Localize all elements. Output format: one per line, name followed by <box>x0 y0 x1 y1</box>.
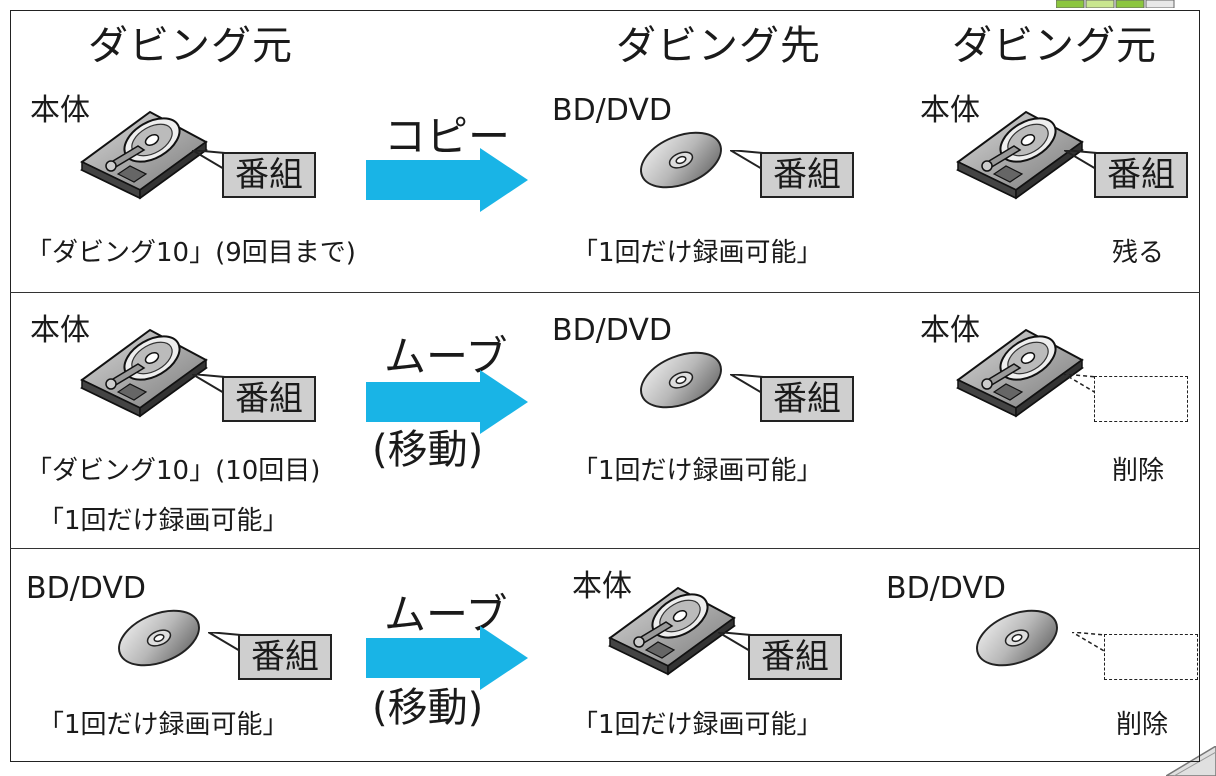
source-device-label: BD/DVD <box>26 571 146 606</box>
operation-label: ムーブ <box>384 590 508 639</box>
after-device-label: BD/DVD <box>886 571 1006 606</box>
source-caption: 「ダビング10」(9回目まで) <box>26 238 356 268</box>
source-caption: 「1回だけ録画可能」 <box>38 710 289 740</box>
result-label: 削除 <box>1112 456 1165 486</box>
header-source: ダビング元 <box>88 23 293 69</box>
dest-caption: 「1回だけ録画可能」 <box>572 238 823 268</box>
program-box: 番組 <box>1094 152 1188 198</box>
optical-disc-icon <box>972 608 1062 668</box>
dest-caption: 「1回だけ録画可能」 <box>572 456 823 486</box>
source-caption: 「ダビング10」(10回目) <box>26 456 321 486</box>
result-label: 残る <box>1112 238 1165 268</box>
empty-program-box <box>1094 376 1188 422</box>
right-arrow-icon <box>366 148 528 212</box>
optical-disc-icon <box>636 350 726 410</box>
row-divider-2 <box>10 548 1200 549</box>
program-box: 番組 <box>760 376 854 422</box>
top-decoration <box>1056 0 1175 8</box>
program-box: 番組 <box>222 376 316 422</box>
header-destination: ダビング先 <box>616 23 821 69</box>
optical-disc-icon <box>636 130 726 190</box>
after-device-label: 本体 <box>920 313 980 348</box>
right-arrow-icon <box>366 370 528 434</box>
operation-sublabel: (移動) <box>372 685 484 731</box>
source-caption-secondary: 「1回だけ録画可能」 <box>38 506 289 536</box>
optical-disc-icon <box>114 608 204 668</box>
hard-disk-drive-icon <box>78 100 208 200</box>
right-arrow-icon <box>366 626 528 690</box>
source-device-label: 本体 <box>30 93 90 128</box>
source-device-label: 本体 <box>30 313 90 348</box>
operation-label: コピー <box>384 112 511 161</box>
row-divider-1 <box>10 292 1200 293</box>
header-source-after: ダビング元 <box>952 23 1157 69</box>
after-device-label: 本体 <box>920 93 980 128</box>
operation-sublabel: (移動) <box>372 427 484 473</box>
program-box: 番組 <box>748 634 842 680</box>
operation-label: ムーブ <box>384 332 508 381</box>
hard-disk-drive-icon <box>78 318 208 418</box>
diagram-frame <box>10 10 1200 762</box>
program-box: 番組 <box>222 152 316 198</box>
program-box: 番組 <box>760 152 854 198</box>
hard-disk-drive-icon <box>606 576 736 676</box>
dest-device-label: 本体 <box>572 569 632 604</box>
result-label: 削除 <box>1116 710 1169 740</box>
dest-device-label: BD/DVD <box>552 93 672 128</box>
empty-program-box <box>1104 634 1198 680</box>
dest-caption: 「1回だけ録画可能」 <box>572 710 823 740</box>
dest-device-label: BD/DVD <box>552 313 672 348</box>
program-box: 番組 <box>238 634 332 680</box>
